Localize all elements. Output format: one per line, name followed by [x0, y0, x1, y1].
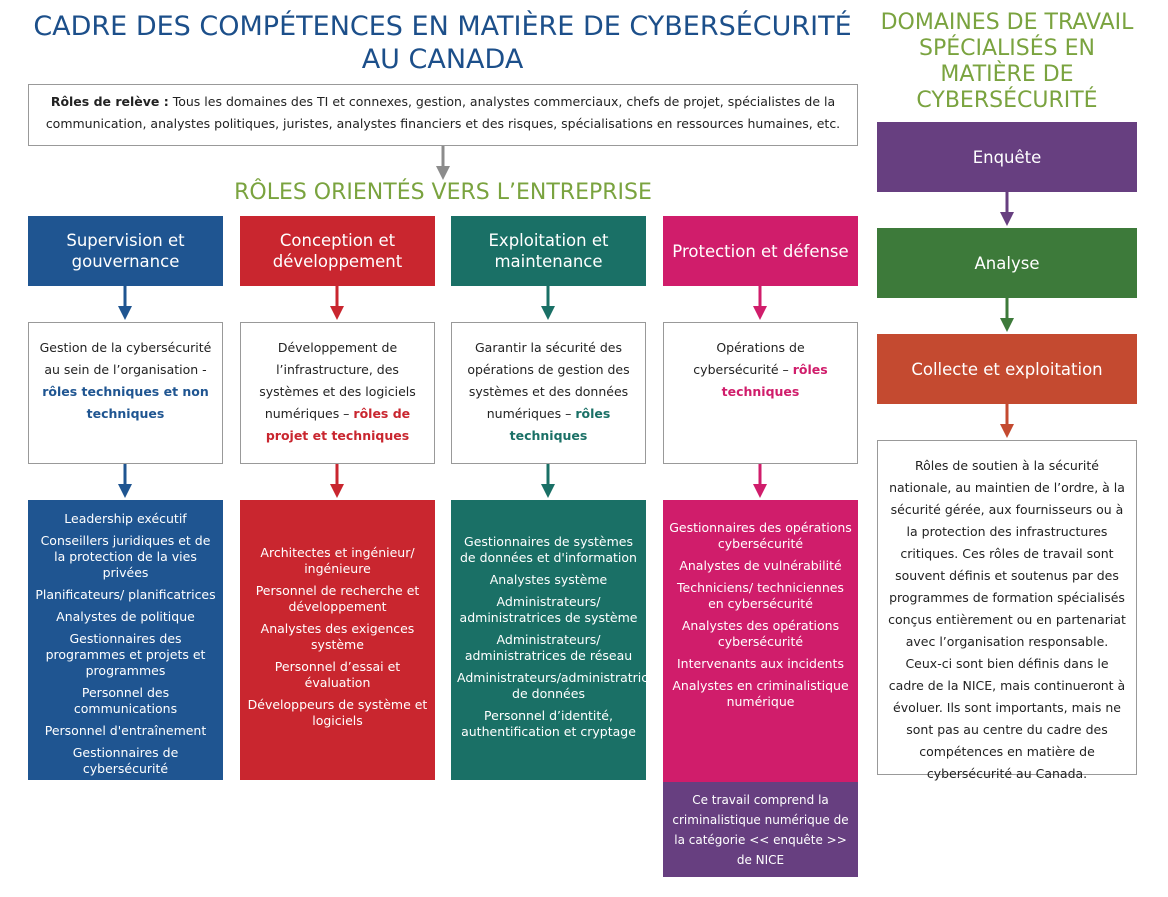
list-item: Techniciens/ techniciennes en cybersécur… — [677, 580, 844, 611]
list-item: Personnel des communications — [73, 685, 178, 716]
domain-label: Collecte et exploitation — [911, 359, 1103, 379]
list-item: Conseillers juridiques et de la protecti… — [40, 533, 211, 580]
list-item: Gestionnaires des opérations cybersécuri… — [669, 520, 852, 551]
column-desc-text: Gestion de la cybersécurité au sein de l… — [39, 340, 212, 377]
support-roles-text: Tous les domaines des TI et connexes, ge… — [45, 94, 841, 131]
specialized-domains-title: DOMAINES DE TRAVAIL SPÉCIALISÉS EN MATIÈ… — [880, 10, 1134, 113]
column-list-protection: Gestionnaires des opérations cybersécuri… — [663, 500, 858, 782]
list-item: Gestionnaires des programmes et projets … — [45, 631, 206, 678]
column-list-supervision: Leadership exécutif Conseillers juridiqu… — [28, 500, 223, 780]
list-item: Analystes en criminalistique numérique — [672, 678, 849, 709]
domain-label: Analyse — [974, 253, 1040, 273]
list-item: Analystes de politique — [56, 609, 195, 624]
column-desc-text: Garantir la sécurité des opérations de g… — [467, 340, 630, 421]
column-header-label: Protection et défense — [672, 241, 849, 261]
list-item: Architectes et ingénieur/ ingénieure — [260, 545, 415, 576]
arrow-supervision-2 — [118, 464, 132, 498]
column-desc-conception: Développement de l’infrastructure, des s… — [240, 322, 435, 464]
list-item: Analystes des opérations cybersécurité — [681, 618, 840, 649]
arrow-conception-2 — [330, 464, 344, 498]
list-item: Développeurs de système et logiciels — [247, 697, 428, 728]
column-header-conception: Conception et développement — [240, 216, 435, 286]
support-roles-label: Rôles de relève : — [50, 94, 169, 109]
domain-analyse: Analyse — [877, 228, 1137, 298]
list-item: Personnel de recherche et développement — [255, 583, 420, 614]
column-desc-supervision: Gestion de la cybersécurité au sein de l… — [28, 322, 223, 464]
column-header-supervision: Supervision et gouvernance — [28, 216, 223, 286]
column-desc-text: Opérations de cybersécurité – — [693, 340, 805, 377]
column-header-exploitation: Exploitation et maintenance — [451, 216, 646, 286]
list-item: Leadership exécutif — [64, 511, 187, 526]
list-item: Analystes des exigences système — [260, 621, 415, 652]
arrow-analyse-to-collecte — [1000, 298, 1014, 332]
list-item: Gestionnaires de cybersécurité — [72, 745, 179, 776]
list-item: Administrateurs/ administratrices de rés… — [464, 632, 633, 663]
column-header-label: Conception et développement — [272, 231, 403, 271]
arrow-support-to-business — [436, 146, 450, 180]
arrow-enquete-to-analyse — [1000, 192, 1014, 226]
arrow-conception-1 — [330, 286, 344, 320]
domain-collecte: Collecte et exploitation — [877, 334, 1137, 404]
column-header-protection: Protection et défense — [663, 216, 858, 286]
column-desc-bold: rôles de projet et techniques — [265, 406, 411, 443]
specialized-desc-box: Rôles de soutien à la sécurité nationale… — [877, 440, 1137, 781]
arrow-exploitation-2 — [541, 464, 555, 498]
column-list-conception: Architectes et ingénieur/ ingénieure Per… — [240, 500, 435, 780]
list-item: Administrateurs/ administratrices de sys… — [459, 594, 638, 625]
column-header-label: Supervision et gouvernance — [66, 231, 185, 271]
support-roles-box: Rôles de relève : Tous les domaines des … — [28, 84, 858, 146]
arrow-supervision-1 — [118, 286, 132, 320]
domain-label: Enquête — [972, 147, 1042, 167]
page-title: CADRE DES COMPÉTENCES EN MATIÈRE DE CYBE… — [33, 11, 852, 75]
business-roles-heading: RÔLES ORIENTÉS VERS L’ENTREPRISE — [234, 180, 652, 205]
list-item: Personnel d’essai et évaluation — [274, 659, 401, 690]
list-item: Planificateurs/ planificatrices — [35, 587, 216, 602]
column-desc-text: Développement de l’infrastructure, des s… — [259, 340, 416, 421]
forensics-note: Ce travail comprend la criminalistique n… — [663, 782, 858, 877]
column-list-exploitation: Gestionnaires de systèmes de données et … — [451, 500, 663, 780]
column-desc-protection: Opérations de cybersécurité – rôles tech… — [663, 322, 858, 464]
list-item: Personnel d’identité, authentification e… — [461, 708, 636, 739]
arrow-exploitation-1 — [541, 286, 555, 320]
arrow-protection-2 — [753, 464, 767, 498]
list-item: Personnel d'entraînement — [44, 723, 207, 738]
domain-enquete: Enquête — [877, 122, 1137, 192]
column-desc-bold: rôles techniques — [721, 362, 828, 399]
column-desc-bold: rôles techniques — [509, 406, 611, 443]
column-desc-bold: rôles techniques et non techniques — [42, 384, 209, 421]
list-item: Gestionnaires de systèmes de données et … — [460, 534, 637, 565]
list-item: Administrateurs/administratrices de donn… — [457, 670, 663, 701]
list-item: Analystes de vulnérabilité — [679, 558, 842, 573]
arrow-protection-1 — [753, 286, 767, 320]
arrow-collecte-to-desc — [1000, 404, 1014, 438]
list-item: Analystes système — [489, 572, 608, 587]
column-desc-exploitation: Garantir la sécurité des opérations de g… — [451, 322, 646, 464]
column-header-label: Exploitation et maintenance — [488, 231, 609, 271]
list-item: Intervenants aux incidents — [677, 656, 844, 671]
